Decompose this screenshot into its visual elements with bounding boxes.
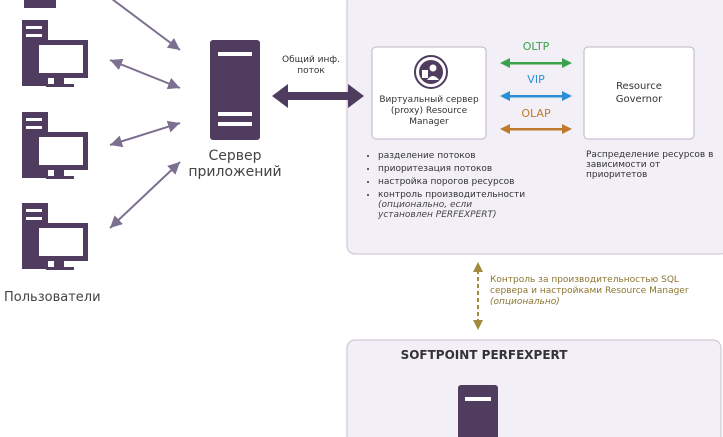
user-arrow	[109, 120, 181, 148]
user-computer-icon	[22, 112, 88, 179]
flow-label: Общий инф. поток	[282, 55, 340, 76]
perfexpert-panel	[346, 339, 722, 437]
user-arrow	[111, 0, 181, 51]
monitor-note-optional: (опционально)	[490, 297, 560, 307]
oltp-arrow	[500, 58, 572, 68]
monitor-arrow	[473, 262, 483, 330]
users-label: Пользователи	[4, 290, 101, 305]
feature-item: разделение потоков	[378, 151, 528, 161]
user-computer-icon	[22, 203, 88, 270]
app-server-icon	[210, 40, 260, 140]
main-flow-arrow	[272, 84, 364, 108]
olap-arrow	[500, 124, 572, 134]
resource-governor-label: Resource Governor	[615, 81, 663, 105]
feature-note: (опционально, если установлен PERFEXPERT…	[378, 200, 497, 220]
resource-governor-box	[583, 46, 695, 140]
app-server-label: Сервер приложений	[188, 148, 282, 180]
monitor-note: Контроль за производительностью SQL серв…	[490, 275, 689, 307]
user-arrow	[109, 58, 181, 90]
feature-item: приоритезация потоков	[378, 164, 528, 174]
virtual-server-box	[371, 46, 487, 140]
olap-label: OLAP	[521, 107, 551, 120]
proxy-icon	[414, 55, 448, 89]
perfexpert-title: SOFTPOINT PERFEXPERT	[400, 348, 568, 362]
perfexpert-server-icon	[458, 385, 498, 437]
feature-list: разделение потоков приоритезация потоков…	[366, 151, 528, 223]
virtual-server-label: Виртуальный сервер (proxy) Resource Mana…	[379, 95, 479, 127]
vip-arrow	[500, 91, 572, 101]
oltp-label: OLTP	[522, 40, 550, 53]
user-computer-icon	[22, 20, 88, 87]
governor-note: Распределение ресурсов в зависимости от …	[586, 150, 714, 180]
user-arrow	[109, 161, 181, 229]
vip-label: VIP	[527, 73, 545, 86]
feature-item: контроль производительности (опционально…	[378, 190, 528, 220]
user-computer-icon	[24, 0, 56, 8]
feature-item: настройка порогов ресурсов	[378, 177, 528, 187]
